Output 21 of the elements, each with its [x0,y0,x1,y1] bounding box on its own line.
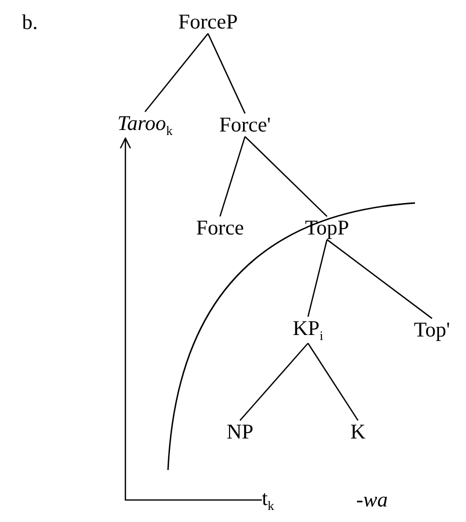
tree-node-label: K [350,420,366,444]
tree-branch [307,342,359,421]
tree-node-label: Force' [219,113,271,137]
tree-node-label: ForceP [178,10,238,34]
tree-branch [240,342,308,421]
tree-node-label: Force [196,216,244,240]
tree-node-label: TopP [304,216,350,240]
tree-node-label: KP$_{i}$ [292,316,324,344]
tree-node-label: t$_{k}$ [262,486,274,514]
tree-branch [144,33,208,112]
tree-node-label: NP [226,420,254,444]
tree-branch [219,136,246,217]
tree-branch [307,239,328,317]
tree-branch [207,33,246,114]
tree-branch [326,239,432,319]
tree-node-label: Taroo$_{k}$ [117,112,173,138]
movement-arrow [120,138,262,501]
example-letter: b. [22,10,38,35]
tree-node-label: -wa [356,488,388,512]
tree-branch [244,136,328,217]
tree-node-label: Top' [414,318,450,342]
